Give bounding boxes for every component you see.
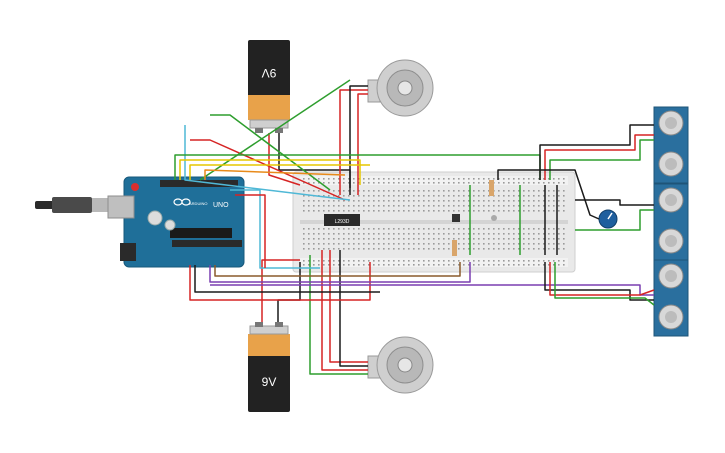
battery-9v-bottom: 9V <box>248 322 290 412</box>
push-button <box>452 214 460 222</box>
battery-top-label: 9V <box>262 66 277 80</box>
arduino-uno-board: UNO ARDUINO <box>35 176 245 268</box>
dc-motor-top <box>367 59 434 117</box>
motor-driver-chip: L293D <box>324 214 360 226</box>
arduino-logo-text: UNO <box>213 202 229 209</box>
ultrasonic-sensor-1 <box>653 106 689 184</box>
potentiometer <box>598 209 618 229</box>
breadboard <box>292 171 576 273</box>
ultrasonic-sensor-3 <box>653 259 689 337</box>
resistor-2 <box>452 240 457 256</box>
wires <box>174 79 655 375</box>
led <box>491 215 497 221</box>
arduino-infinity-icon <box>173 198 191 206</box>
arduino-brand-text: ARDUINO <box>189 201 207 206</box>
resistor-1 <box>489 180 494 196</box>
motor-driver-label: L293D <box>335 219 350 225</box>
dc-motor-bottom <box>367 336 434 394</box>
battery-9v-top: 9V <box>248 40 290 133</box>
battery-bottom-label: 9V <box>262 375 277 389</box>
ultrasonic-sensor-2 <box>653 183 689 261</box>
